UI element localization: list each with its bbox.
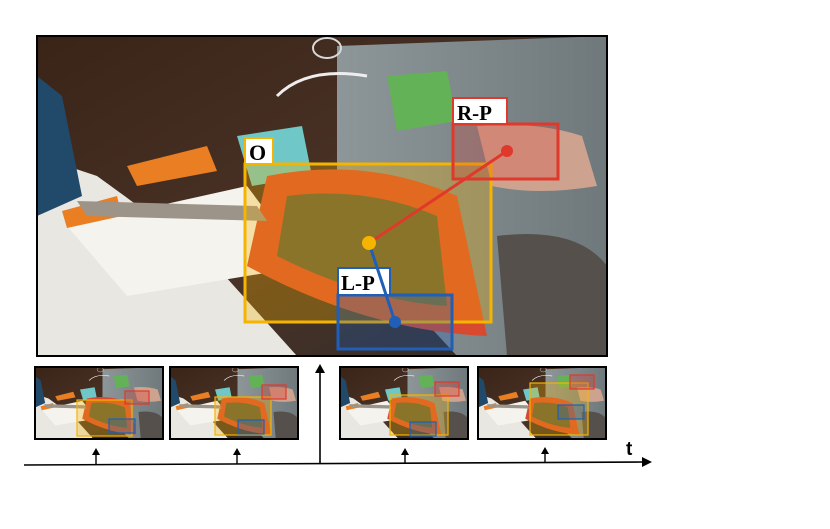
arrow-up-icon: [233, 448, 241, 464]
right-hand-label-bg: [452, 97, 508, 125]
right-hand-link: [368, 149, 508, 245]
arrow-up-icon: [315, 364, 325, 463]
thumbnail-frame-4: [477, 366, 607, 440]
right-hand-label: R-P: [457, 101, 492, 125]
object-center-dot: [362, 236, 376, 250]
main-video-frame: [36, 35, 608, 357]
arrow-up-icon: [401, 448, 409, 463]
arrow-up-icon: [92, 448, 100, 464]
left-hand-link: [367, 242, 397, 323]
arrow-right-icon: [642, 457, 652, 467]
left-hand-label: L-P: [341, 271, 375, 295]
thumbnail-frame-3: [339, 366, 469, 440]
object-label-bg: [244, 137, 274, 165]
object-label: O: [249, 140, 266, 165]
arrow-up-icon: [541, 447, 549, 462]
thumbnail-frame-1: [34, 366, 164, 440]
time-axis-label: t: [626, 439, 633, 460]
thumbnail-frame-2: [169, 366, 299, 440]
left-hand-center-dot: [389, 316, 401, 328]
right-hand-center-dot: [501, 145, 513, 157]
time-axis: [23, 461, 645, 466]
